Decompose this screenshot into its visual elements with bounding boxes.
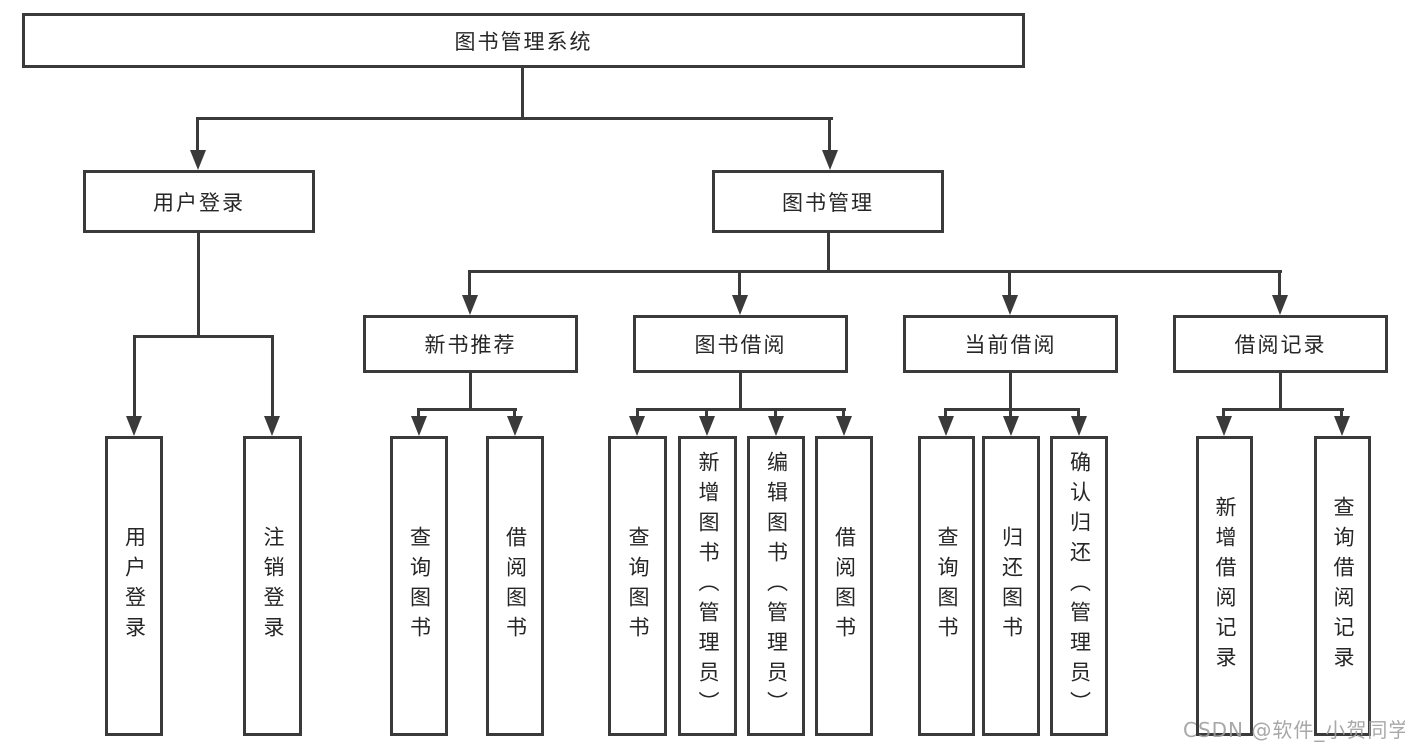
- node-current-borrowing: 当前借阅: [903, 315, 1118, 373]
- leaf-logout: 注销登录: [243, 436, 302, 736]
- connector-book-management-split: [468, 270, 1282, 273]
- connector-to-borrow-query-books: [636, 408, 639, 417]
- connector-current-stem: [1009, 373, 1012, 408]
- leaf-borrow-add-books-admin-label: 新增图书（管理员）: [696, 451, 720, 721]
- connector-user-login-split: [133, 335, 274, 338]
- connector-records-split: [1222, 408, 1344, 411]
- arrowhead-book-management: [822, 150, 838, 170]
- connector-to-rec-query-books: [417, 408, 420, 417]
- leaf-borrow-add-books-admin: 新增图书（管理员）: [678, 436, 737, 736]
- leaf-records-add-record-label: 新增借阅记录: [1213, 496, 1237, 676]
- connector-to-book-borrowing: [738, 270, 741, 296]
- connector-to-current-query-books: [944, 408, 947, 417]
- arrowhead-records-add: [1216, 416, 1232, 436]
- arrowhead-borrowing-records: [1272, 295, 1288, 315]
- node-book-management: 图书管理: [712, 170, 944, 233]
- leaf-rec-query-books-label: 查询图书: [407, 526, 432, 646]
- leaf-current-return-books: 归还图书: [982, 436, 1040, 736]
- arrowhead-borrow-add-books: [699, 416, 715, 436]
- arrowhead-current-query-books: [938, 416, 954, 436]
- node-user-login: 用户登录: [83, 170, 315, 233]
- connector-to-new-book-recommendation: [468, 270, 471, 296]
- arrowhead-leaf-user-login: [126, 416, 142, 436]
- leaf-rec-query-books: 查询图书: [390, 436, 448, 736]
- leaf-borrow-query-books: 查询图书: [608, 436, 667, 736]
- leaf-rec-borrow-books-label: 借阅图书: [503, 526, 528, 646]
- leaf-borrow-edit-books-admin-label: 编辑图书（管理员）: [764, 451, 789, 721]
- connector-records-stem: [1279, 373, 1282, 408]
- arrowhead-borrow-borrow-books: [836, 416, 852, 436]
- leaf-records-add-record: 新增借阅记录: [1196, 436, 1253, 736]
- connector-root-stem: [521, 68, 524, 117]
- leaf-current-confirm-return-admin: 确认归还（管理员）: [1050, 436, 1108, 736]
- leaf-logout-label: 注销登录: [261, 526, 285, 646]
- connector-to-current-confirm-return: [1077, 408, 1080, 417]
- connector-book-management-stem: [827, 233, 830, 270]
- leaf-user-login: 用户登录: [105, 436, 163, 736]
- arrowhead-user-login: [190, 150, 206, 170]
- connector-to-borrow-borrow-books: [842, 408, 845, 417]
- connector-to-current-borrowing: [1008, 270, 1011, 296]
- watermark: CSDN @软件_小贺同学: [1183, 718, 1405, 742]
- leaf-records-query-record-label: 查询借阅记录: [1331, 496, 1355, 676]
- connector-root-split: [196, 117, 833, 120]
- leaf-records-query-record: 查询借阅记录: [1314, 436, 1371, 736]
- node-borrowing-records: 借阅记录: [1173, 315, 1388, 373]
- connector-to-borrow-add-books: [705, 408, 708, 417]
- connector-current-split: [944, 408, 1080, 411]
- connector-borrowing-stem: [739, 373, 742, 408]
- node-root: 图书管理系统: [22, 13, 1025, 68]
- leaf-current-query-books-label: 查询图书: [935, 526, 959, 646]
- connector-to-book-management: [828, 117, 831, 152]
- connector-to-records-add: [1222, 408, 1225, 417]
- connector-to-records-query: [1340, 408, 1343, 417]
- connector-to-leaf-logout: [271, 335, 274, 416]
- leaf-borrow-edit-books-admin: 编辑图书（管理员）: [747, 436, 805, 736]
- connector-to-borrowing-records: [1278, 270, 1281, 296]
- connector-user-login-stem: [197, 233, 200, 335]
- arrowhead-borrow-query-books: [629, 416, 645, 436]
- connector-to-borrow-edit-books: [774, 408, 777, 417]
- arrowhead-rec-query-books: [411, 416, 427, 436]
- connector-to-leaf-user-login: [133, 335, 136, 416]
- arrowhead-book-borrowing: [732, 295, 748, 315]
- connector-recommendation-stem: [469, 373, 472, 408]
- arrowhead-new-book-recommendation: [462, 295, 478, 315]
- node-book-borrowing: 图书借阅: [633, 315, 848, 373]
- connector-to-user-login: [196, 117, 199, 152]
- arrowhead-borrow-edit-books: [768, 416, 784, 436]
- leaf-current-confirm-return-admin-label: 确认归还（管理员）: [1067, 451, 1092, 721]
- arrowhead-current-borrowing: [1002, 295, 1018, 315]
- connector-borrowing-split: [636, 408, 846, 411]
- node-new-book-recommendation: 新书推荐: [363, 315, 578, 373]
- arrowhead-rec-borrow-books: [507, 416, 523, 436]
- arrowhead-current-return-books: [1003, 416, 1019, 436]
- arrowhead-leaf-logout: [264, 416, 280, 436]
- leaf-current-return-books-label: 归还图书: [999, 526, 1024, 646]
- leaf-current-query-books: 查询图书: [918, 436, 975, 736]
- connector-recommendation-split: [417, 408, 517, 411]
- leaf-borrow-borrow-books: 借阅图书: [815, 436, 873, 736]
- arrowhead-current-confirm-return: [1071, 416, 1087, 436]
- leaf-borrow-query-books-label: 查询图书: [626, 526, 650, 646]
- leaf-rec-borrow-books: 借阅图书: [486, 436, 544, 736]
- arrowhead-records-query: [1334, 416, 1350, 436]
- connector-to-current-return-books: [1009, 408, 1012, 417]
- leaf-borrow-borrow-books-label: 借阅图书: [832, 526, 857, 646]
- connector-to-rec-borrow-books: [513, 408, 516, 417]
- leaf-user-login-label: 用户登录: [122, 526, 147, 646]
